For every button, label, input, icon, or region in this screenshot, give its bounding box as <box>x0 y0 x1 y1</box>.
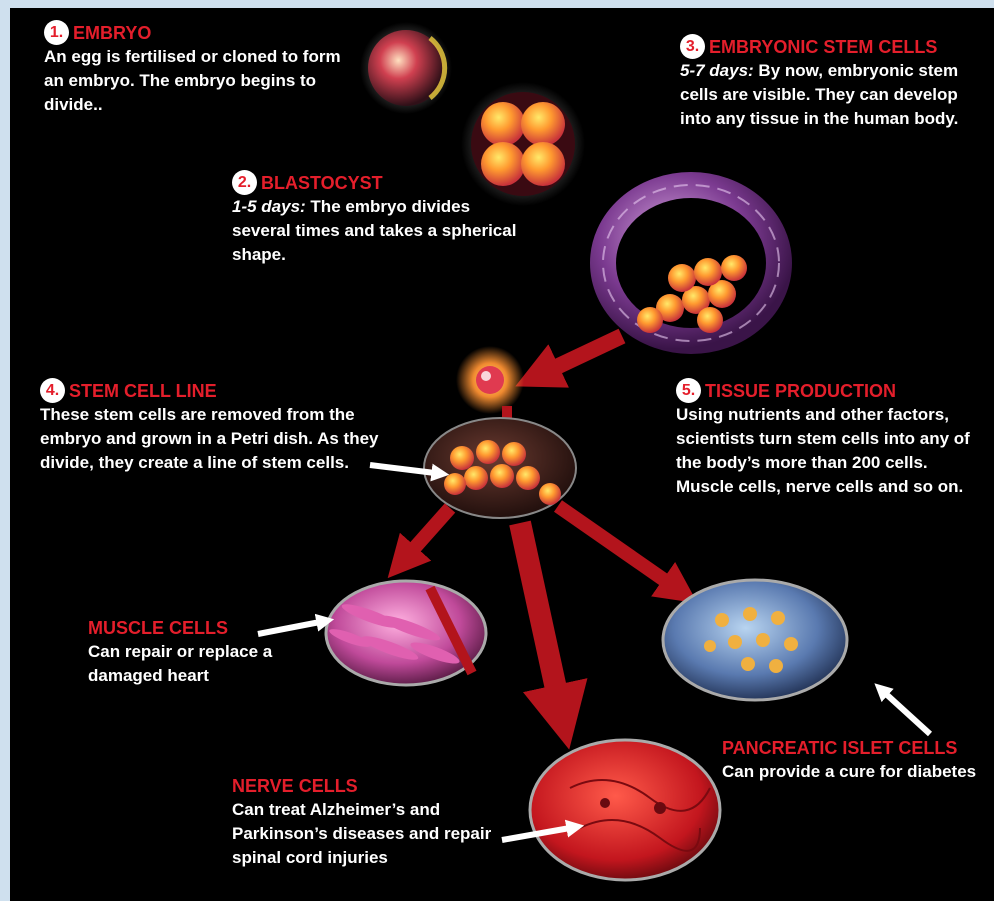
outcome-pancreatic-islet-cells: PANCREATIC ISLET CELLS Can provide a cur… <box>722 736 988 784</box>
step-number: 1. <box>44 20 69 45</box>
outcome-text: Can treat Alzheimer’s and Parkinson’s di… <box>232 798 522 870</box>
step-number: 2. <box>232 170 257 195</box>
step-blastocyst: 2.BLASTOCYST 1-5 days: The embryo divide… <box>232 170 522 267</box>
step-days: 1-5 days: <box>232 197 306 216</box>
diagram-panel: 1.EMBRYO An egg is fertilised or cloned … <box>10 8 994 901</box>
step-number: 3. <box>680 34 705 59</box>
step-days: 5-7 days: <box>680 61 754 80</box>
arrow-to-muscle <box>410 508 450 553</box>
step-title: EMBRYONIC STEM CELLS <box>709 35 937 59</box>
pointer-arrow-pancreatic <box>885 693 930 734</box>
outcome-title: PANCREATIC ISLET CELLS <box>722 736 988 760</box>
outcome-muscle-cells: MUSCLE CELLS Can repair or replace a dam… <box>88 616 328 688</box>
step-number: 4. <box>40 378 65 403</box>
outcome-text: Can repair or replace a damaged heart <box>88 640 328 688</box>
outcome-text: Can provide a cure for diabetes <box>722 760 988 784</box>
outcome-nerve-cells: NERVE CELLS Can treat Alzheimer’s and Pa… <box>232 774 522 870</box>
step-title: TISSUE PRODUCTION <box>705 379 896 403</box>
arrow-blastocyst-to-embryo <box>550 336 622 370</box>
pancreatic-cells-dish <box>663 580 847 700</box>
step-embryo: 1.EMBRYO An egg is fertilised or cloned … <box>44 20 364 117</box>
step-embryonic-stem-cells: 3.EMBRYONIC STEM CELLS 5-7 days: By now,… <box>680 34 990 131</box>
arrow-to-pancreatic <box>558 506 670 584</box>
step-text: These stem cells are removed from the em… <box>40 403 390 475</box>
nerve-cells-dish <box>530 740 720 880</box>
step-text: An egg is fertilised or cloned to form a… <box>44 45 364 117</box>
step-title: STEM CELL LINE <box>69 379 217 403</box>
blastocyst-illustration <box>603 185 779 341</box>
step-stem-cell-line: 4.STEM CELL LINE These stem cells are re… <box>40 378 390 475</box>
step-title: BLASTOCYST <box>261 171 383 195</box>
step-number: 5. <box>676 378 701 403</box>
step-title: EMBRYO <box>73 21 151 45</box>
arrow-to-nerve <box>520 523 558 698</box>
step-tissue-production: 5.TISSUE PRODUCTION Using nutrients and … <box>676 378 988 499</box>
outcome-title: MUSCLE CELLS <box>88 616 328 640</box>
muscle-cells-dish <box>326 581 486 685</box>
step-text: Using nutrients and other factors, scien… <box>676 403 988 499</box>
outcome-title: NERVE CELLS <box>232 774 522 798</box>
